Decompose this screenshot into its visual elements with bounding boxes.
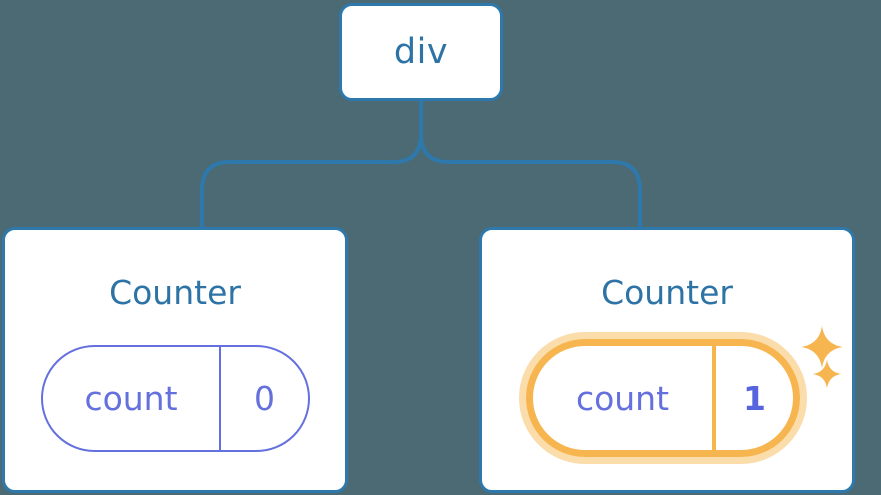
highlight-glow bbox=[519, 332, 807, 464]
state-key-label: count bbox=[533, 346, 716, 450]
state-pill-count-right-wrapper[interactable]: count 1 bbox=[519, 332, 807, 464]
state-key-label: count bbox=[43, 347, 221, 450]
node-div[interactable]: div bbox=[339, 3, 503, 101]
state-pill-count-right[interactable]: count 1 bbox=[526, 339, 800, 457]
sparkle-icon bbox=[812, 359, 842, 389]
sparkle-icon bbox=[800, 325, 844, 369]
node-div-label: div bbox=[393, 31, 449, 72]
state-value-label: 1 bbox=[743, 378, 766, 418]
connector-path bbox=[200, 99, 642, 229]
node-counter-left-title: Counter bbox=[109, 273, 241, 312]
node-counter-right-title: Counter bbox=[601, 273, 733, 312]
state-value-label: 0 bbox=[254, 379, 275, 418]
state-pill-count-left[interactable]: count 0 bbox=[41, 345, 310, 452]
